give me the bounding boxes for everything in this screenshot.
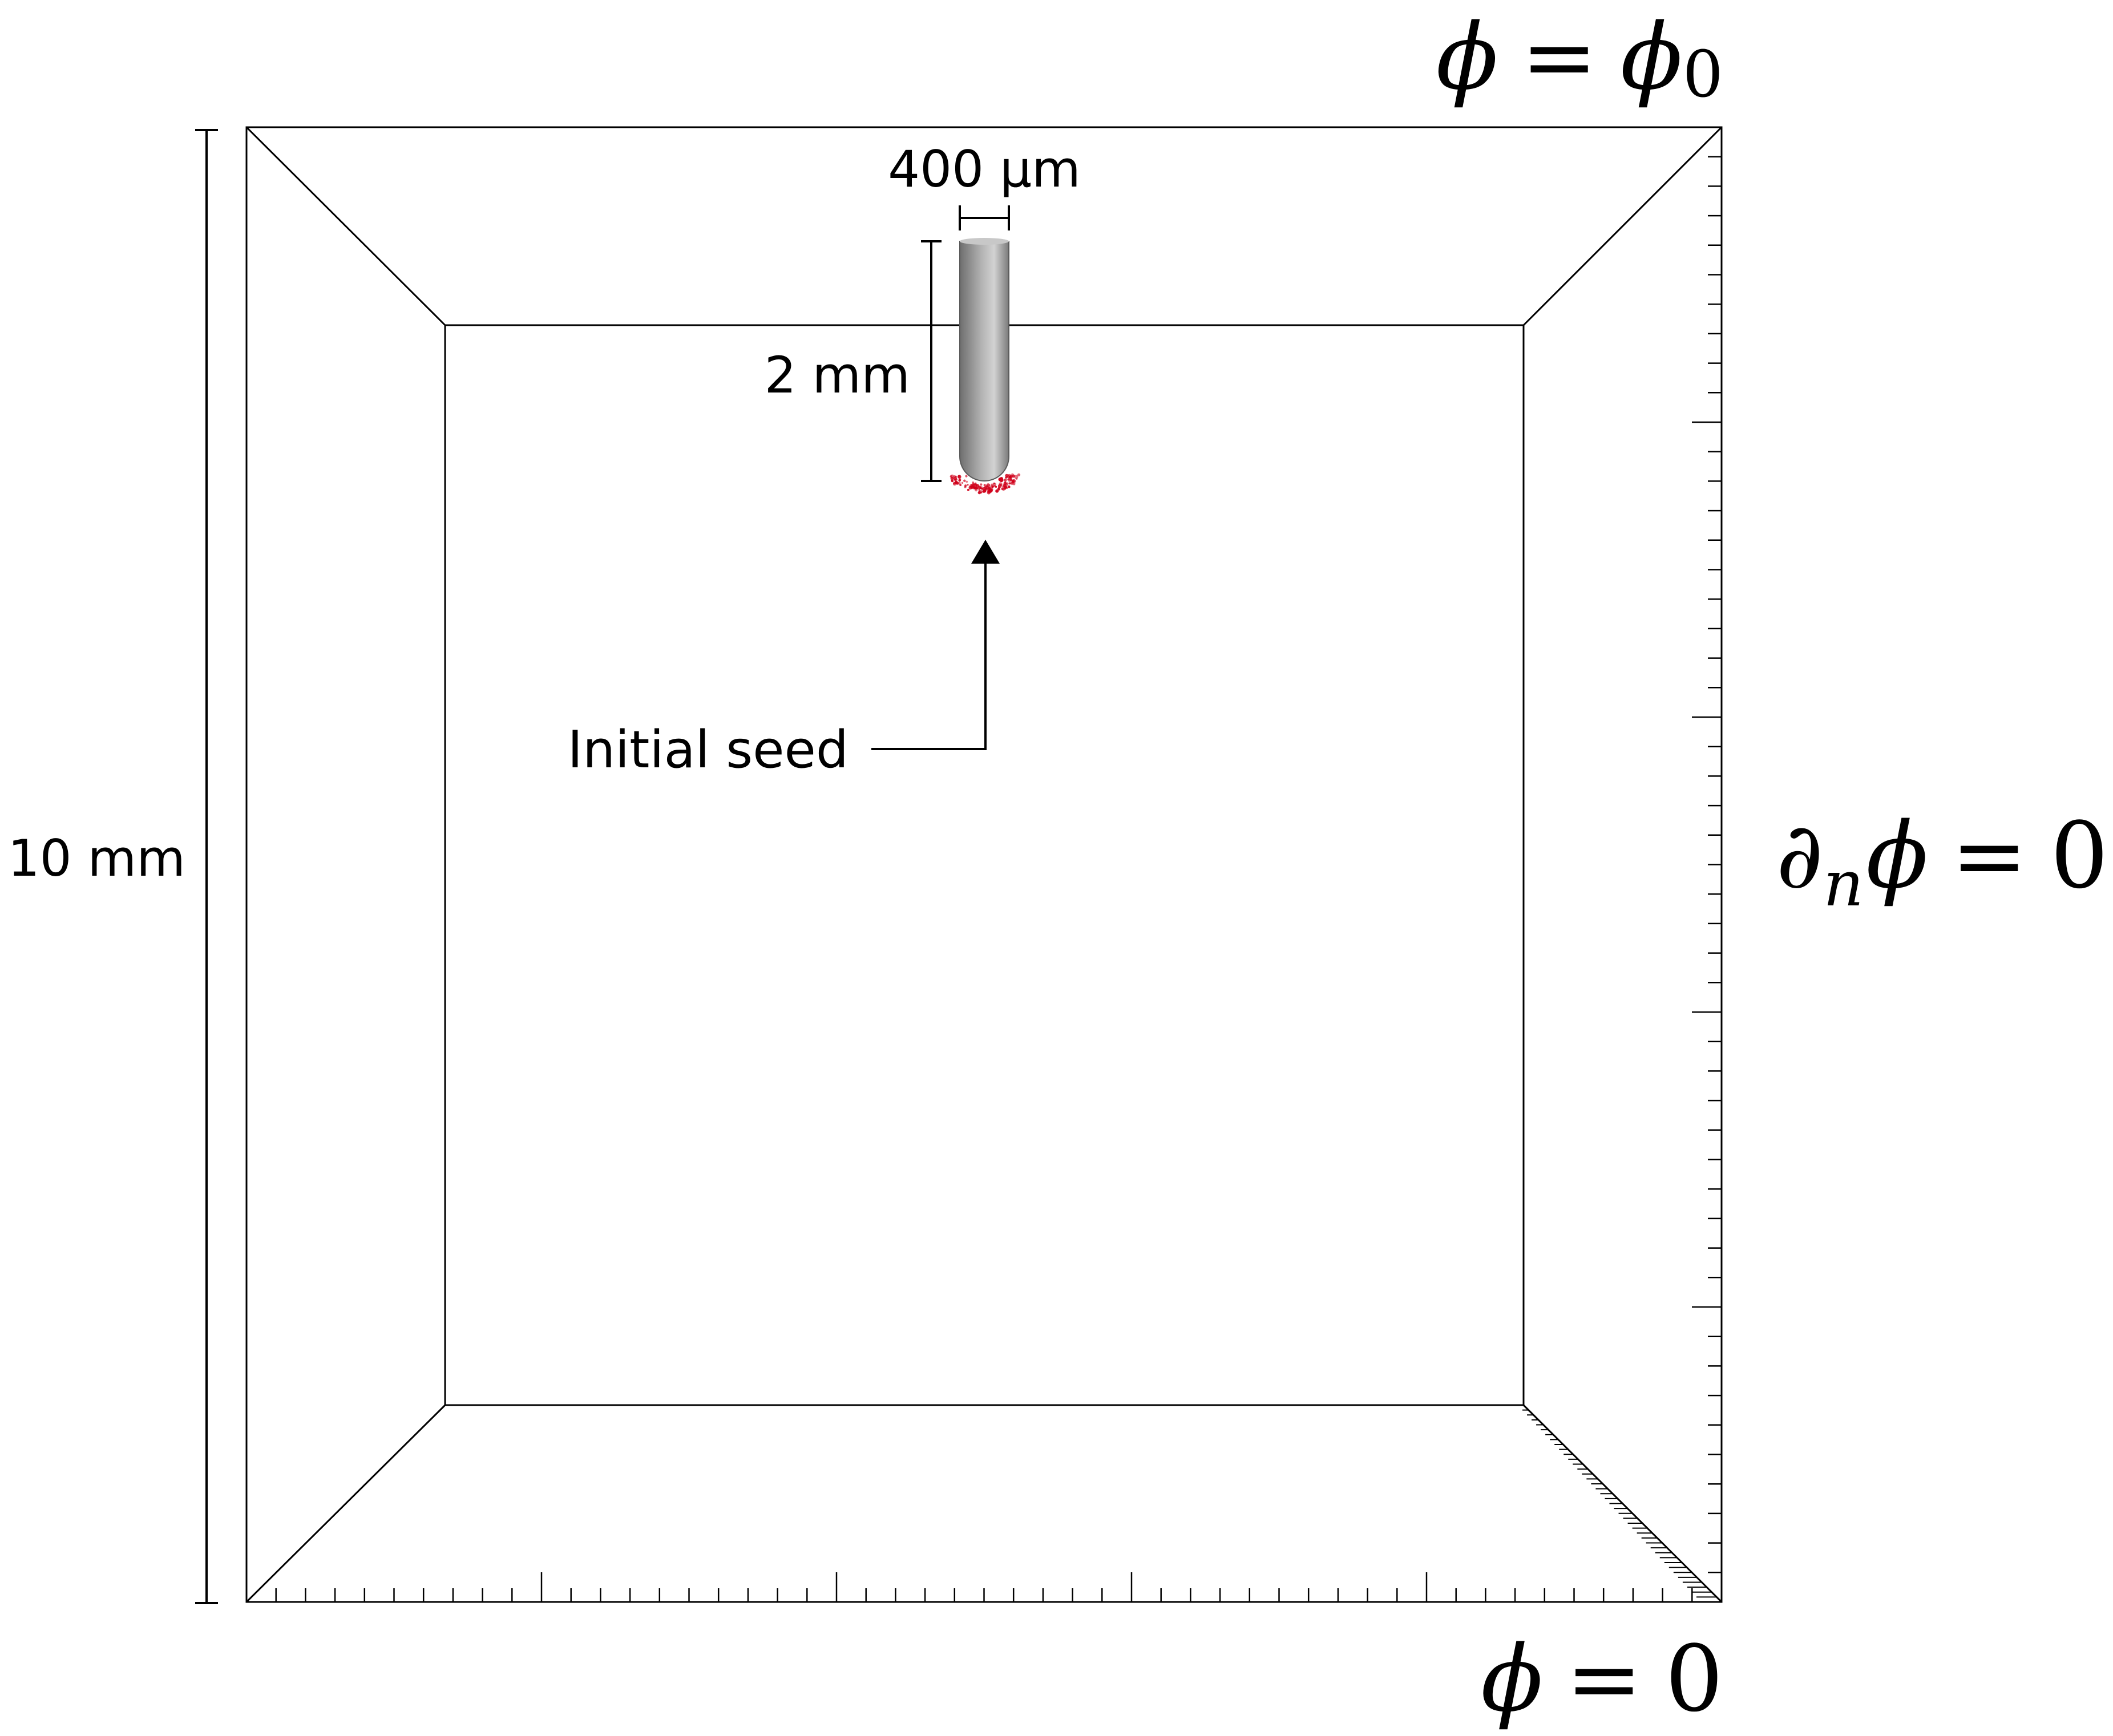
bottom-bc-text: ϕ=0: [1481, 1625, 1723, 1732]
side-bc-text: ∂nϕ=0: [1776, 802, 2108, 920]
seed-particle: [953, 481, 956, 485]
seed-particle: [1005, 476, 1008, 479]
bottom-bc-rhs: 0: [1665, 1625, 1723, 1732]
seed-particle: [1000, 477, 1003, 480]
seed-particle: [995, 489, 999, 493]
seed-particle: [973, 483, 977, 488]
needle-body: [959, 241, 1009, 481]
seed-particle: [1006, 487, 1008, 489]
needle-top-cap: [960, 238, 1009, 245]
seed-particle: [980, 491, 983, 493]
seed-particle: [963, 479, 966, 482]
seed-particle: [964, 484, 967, 487]
height-dimension: [195, 129, 218, 1604]
seed-annotation-arrow: [871, 540, 1000, 750]
seed-particle: [1007, 475, 1010, 479]
seed-particle: [1014, 475, 1019, 479]
height-dimension-label: 10 mm: [8, 829, 185, 888]
seed-particle: [1017, 473, 1021, 477]
needle-length-dimension: [921, 240, 942, 482]
seed-particle: [983, 484, 986, 487]
seed-particle: [991, 485, 994, 488]
seed-particle: [965, 475, 968, 477]
seed-particle: [997, 487, 1001, 491]
side-bc-equals: =: [1951, 802, 2027, 909]
seed-arrow-head: [971, 540, 1000, 564]
bottom-bc-equals: =: [1566, 1625, 1642, 1732]
top-boundary-condition: ϕ=ϕ0: [1436, 3, 1723, 112]
seed-particle: [1004, 488, 1007, 490]
seed-particle: [955, 481, 959, 485]
seed-particle: [951, 479, 954, 483]
seed-particle: [982, 489, 985, 493]
edge-top-left: [245, 126, 446, 326]
top-bc-equals: =: [1521, 3, 1598, 110]
seed-particle: [954, 479, 957, 481]
seed-particle: [993, 483, 996, 487]
seed-particle: [989, 488, 993, 492]
seed-particle: [977, 491, 981, 495]
bottom-bc-lhs: ϕ: [1481, 1625, 1543, 1732]
seed-particle: [980, 483, 983, 486]
side-bc-phi: ϕ: [1866, 802, 1928, 909]
seed-particle: [961, 481, 964, 484]
axis-ticks-diagonal: [1518, 1405, 1722, 1603]
seed-particle: [957, 475, 961, 479]
top-bc-lhs: ϕ: [1436, 3, 1498, 110]
seed-particle: [985, 487, 988, 491]
needle-length-label: 2 mm: [765, 346, 910, 404]
top-bc-text: ϕ=ϕ0: [1436, 3, 1723, 112]
seed-particle: [1001, 487, 1004, 491]
seed-particle: [959, 484, 962, 486]
top-bc-subscript: 0: [1683, 38, 1723, 112]
seed-particle: [1011, 481, 1014, 485]
side-boundary-condition: ∂nϕ=0: [1776, 802, 2108, 920]
seed-particle: [977, 485, 981, 489]
seed-particle: [1008, 477, 1012, 481]
seed-particle: [1008, 482, 1011, 485]
seed-particle: [969, 484, 973, 488]
seed-annotation-label: Initial seed: [568, 720, 849, 780]
top-bc-rhs: ϕ: [1621, 3, 1683, 110]
seed-arrow-line: [871, 562, 987, 750]
seed-particle: [967, 484, 969, 486]
needle-diameter-dimension: [959, 205, 1010, 230]
seed-particle: [965, 480, 968, 483]
axis-ticks-bottom: [245, 1572, 1723, 1602]
needle-diameter-label: 400 µm: [888, 140, 1081, 199]
seed-particle: [998, 486, 1000, 489]
edge-top-right: [1522, 126, 1723, 326]
bottom-boundary-condition: ϕ=0: [1481, 1625, 1723, 1732]
seed-particle: [975, 488, 978, 492]
seed-particle: [950, 475, 952, 478]
initial-seed-particles: [950, 473, 1021, 495]
side-bc-subscript: n: [1823, 847, 1864, 920]
seed-particle: [958, 479, 961, 482]
seed-particle: [1003, 484, 1005, 486]
axis-ticks-right: [1692, 126, 1722, 1603]
seed-particle: [1005, 483, 1008, 487]
seed-particle: [967, 488, 969, 491]
seed-particle: [1004, 481, 1007, 483]
side-bc-partial: ∂: [1776, 802, 1823, 909]
side-bc-rhs: 0: [2050, 802, 2108, 909]
needle: [959, 238, 1009, 481]
seed-particle: [972, 481, 974, 484]
seed-particle: [1008, 485, 1011, 488]
seed-particle: [1003, 479, 1006, 481]
edge-bottom-left: [245, 1404, 446, 1603]
seed-particle: [953, 475, 956, 478]
